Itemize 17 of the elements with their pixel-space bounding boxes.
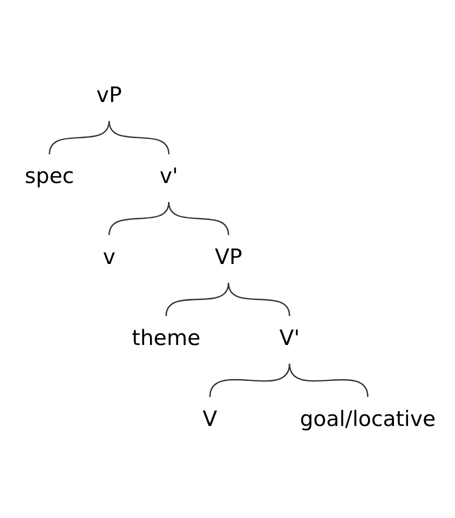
connector (48, 120, 110, 154)
node-text: V' (279, 326, 300, 351)
node-text: VP (214, 245, 242, 270)
node-text: goal/locative (300, 406, 436, 432)
connector (288, 364, 368, 398)
connector (168, 202, 230, 236)
node-text: vP (96, 83, 122, 108)
connector (166, 282, 230, 316)
node-text: spec (24, 164, 74, 190)
node-text: V (202, 406, 218, 432)
connector (108, 202, 170, 236)
connector (108, 120, 170, 154)
node-text: v' (160, 164, 178, 190)
connector (228, 282, 290, 316)
node-text: theme (132, 326, 200, 351)
node-text: v (102, 245, 116, 270)
connector (209, 364, 290, 398)
